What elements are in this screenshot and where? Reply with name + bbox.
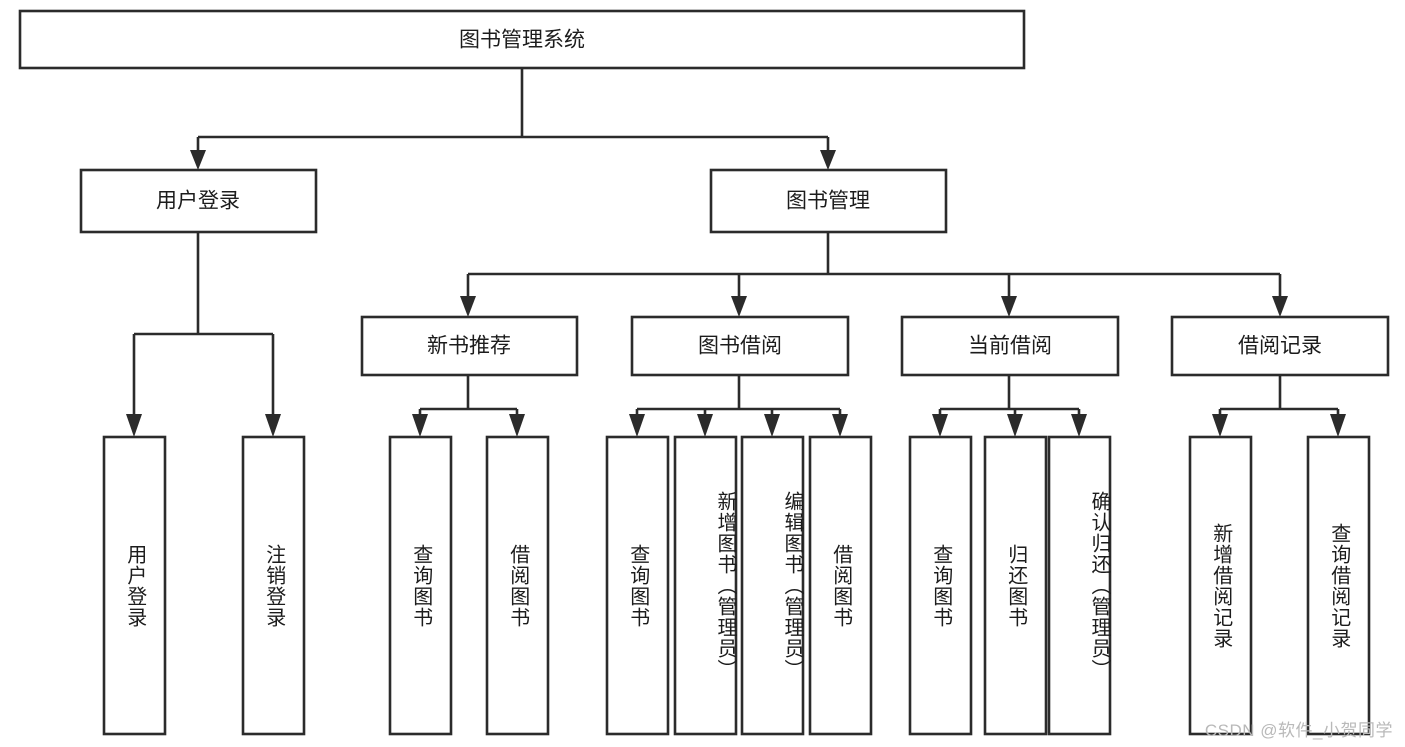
arrow-borrowbook-leaf-1 (629, 414, 645, 437)
arrow-newbook-leaf-1 (412, 414, 428, 437)
node-root-label: 图书管理系统 (459, 29, 585, 52)
arrow-to-newbook (460, 296, 476, 317)
connector-group-root (190, 68, 836, 170)
arrow-root-to-userlogin (190, 150, 206, 170)
node-new-book-recommend-box[interactable] (360, 315, 579, 377)
node-root[interactable]: 图书管理系统 (18, 9, 1026, 70)
arrow-borrowbook-leaf-3 (764, 414, 780, 437)
leaf-box-query-borrow-record[interactable] (1306, 435, 1371, 736)
connector-group-userlogin (126, 232, 281, 437)
node-user-login[interactable]: 用户登录 (79, 168, 318, 234)
leaf-box-return-book[interactable] (983, 435, 1048, 736)
arrow-userlogin-leaf-1 (126, 414, 142, 437)
node-current-borrow-label: 当前借阅 (968, 335, 1052, 358)
leaf-box-query-book-current[interactable] (908, 435, 973, 736)
arrow-borrowbook-leaf-2 (697, 414, 713, 437)
connector-group-currentborrow (932, 375, 1087, 437)
arrow-borrowrecord-leaf-2 (1330, 414, 1346, 437)
leaf-box-confirm-return-admin[interactable] (1047, 435, 1112, 736)
leaf-box-add-borrow-record[interactable] (1188, 435, 1253, 736)
node-root-box[interactable] (18, 9, 1026, 70)
node-user-login-box[interactable] (79, 168, 318, 234)
arrow-to-currentborrow (1001, 296, 1017, 317)
arrow-root-to-bookmgmt (820, 150, 836, 170)
leaf-box-query-book-newbook[interactable] (388, 435, 453, 736)
node-book-borrow-box[interactable] (630, 315, 850, 377)
arrow-currentborrow-leaf-1 (932, 414, 948, 437)
arrow-currentborrow-leaf-3 (1071, 414, 1087, 437)
leaf-box-user-login[interactable] (102, 435, 167, 736)
node-book-borrow-label: 图书借阅 (698, 335, 782, 358)
connector-group-newbook (412, 375, 525, 437)
node-new-book-recommend[interactable]: 新书推荐 (360, 315, 579, 377)
node-current-borrow-box[interactable] (900, 315, 1120, 377)
connector-group-borrowrecord (1212, 375, 1346, 437)
node-borrow-record[interactable]: 借阅记录 (1170, 315, 1390, 377)
node-current-borrow[interactable]: 当前借阅 (900, 315, 1120, 377)
node-book-management-box[interactable] (709, 168, 948, 234)
node-borrow-record-box[interactable] (1170, 315, 1390, 377)
node-new-book-recommend-label: 新书推荐 (427, 335, 511, 358)
leaf-boxes (102, 435, 1371, 736)
node-book-management-label: 图书管理 (786, 190, 870, 213)
arrow-newbook-leaf-2 (509, 414, 525, 437)
connector-group-borrowbook (629, 375, 848, 437)
leaf-box-borrow-book[interactable] (808, 435, 873, 736)
arrow-to-borrowrecord (1272, 296, 1288, 317)
leaf-box-query-book-borrow[interactable] (605, 435, 670, 736)
arrow-to-borrowbook (731, 296, 747, 317)
leaf-box-edit-book-admin[interactable] (740, 435, 805, 736)
csdn-watermark: CSDN @软件_小贺同学 (1204, 721, 1393, 740)
node-book-borrow[interactable]: 图书借阅 (630, 315, 850, 377)
leaf-box-borrow-book-newbook[interactable] (485, 435, 550, 736)
node-borrow-record-label: 借阅记录 (1238, 335, 1322, 358)
leaf-box-add-book-admin[interactable] (673, 435, 738, 736)
node-user-login-label: 用户登录 (156, 190, 240, 213)
connector-group-bookmgmt (460, 232, 1288, 317)
arrow-currentborrow-leaf-2 (1007, 414, 1023, 437)
arrow-userlogin-leaf-2 (265, 414, 281, 437)
node-book-management[interactable]: 图书管理 (709, 168, 948, 234)
arrow-borrowrecord-leaf-1 (1212, 414, 1228, 437)
arrow-borrowbook-leaf-4 (832, 414, 848, 437)
leaf-box-logout[interactable] (241, 435, 306, 736)
